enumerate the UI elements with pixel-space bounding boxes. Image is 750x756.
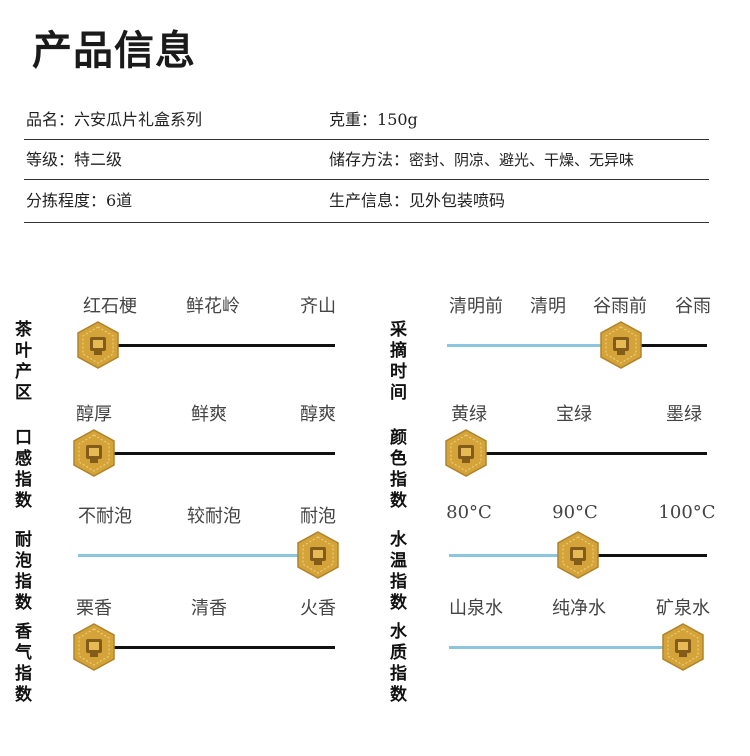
scale-label: 水温指数 xyxy=(390,530,407,613)
scale-tick-label: 矿泉水 xyxy=(656,598,710,619)
scale-label: 香气指数 xyxy=(15,622,32,705)
scale-track xyxy=(450,452,707,455)
scale-track xyxy=(78,344,335,347)
scale-tick-label: 鲜花岭 xyxy=(186,296,240,317)
scale-track xyxy=(78,646,335,649)
scale-label: 水质指数 xyxy=(390,622,407,705)
scale-tick-label: 80°C xyxy=(446,502,492,523)
page-title: 产品信息 xyxy=(32,28,196,74)
scale-tick-label: 宝绿 xyxy=(556,404,592,425)
level-marker-icon xyxy=(72,623,116,671)
divider xyxy=(24,139,709,140)
scale-tick-label: 100°C xyxy=(658,502,716,523)
divider xyxy=(24,179,709,180)
scale-fill xyxy=(449,646,683,649)
scale-label: 采摘时间 xyxy=(390,320,407,403)
scale-tick-label: 齐山 xyxy=(300,296,336,317)
level-marker-icon xyxy=(76,321,120,369)
scale-tick-label: 不耐泡 xyxy=(78,506,132,527)
scale-label: 耐泡指数 xyxy=(15,530,32,613)
scale-tick-label: 90°C xyxy=(552,502,598,523)
level-marker-icon xyxy=(72,429,116,477)
product-name: 品名：六安瓜片礼盒系列 xyxy=(26,110,203,129)
scale-track xyxy=(78,452,335,455)
scale-tick-label: 山泉水 xyxy=(449,598,503,619)
info-row-sorting: 分拣程度：6道 生产信息：见外包装喷码 xyxy=(24,181,709,221)
info-row-grade: 等级：特二级 储存方法：密封、阴凉、避光、干燥、无异味 xyxy=(24,140,709,180)
scale-tick-label: 墨绿 xyxy=(666,404,702,425)
scale-tick-label: 清明前 xyxy=(449,296,503,317)
scale-tick-label: 鲜爽 xyxy=(191,404,227,425)
scale-label: 口感指数 xyxy=(15,428,32,511)
divider xyxy=(24,222,709,223)
scale-tick-label: 较耐泡 xyxy=(187,506,241,527)
scale-tick-label: 栗香 xyxy=(76,598,112,619)
level-marker-icon xyxy=(661,623,705,671)
level-marker-icon xyxy=(444,429,488,477)
storage: 储存方法：密封、阴凉、避光、干燥、无异味 xyxy=(329,150,635,169)
info-row-name: 品名：六安瓜片礼盒系列 克重：150g xyxy=(24,100,709,140)
scale-fill xyxy=(449,554,578,557)
scale-tick-label: 清明 xyxy=(530,296,566,317)
weight: 克重：150g xyxy=(329,110,418,129)
level-marker-icon xyxy=(296,531,340,579)
scale-tick-label: 黄绿 xyxy=(451,404,487,425)
scale-label: 茶叶产区 xyxy=(15,320,32,403)
scale-fill xyxy=(447,344,622,347)
scale-tick-label: 谷雨 xyxy=(675,296,711,317)
scale-tick-label: 醇厚 xyxy=(76,404,112,425)
scale-tick-label: 火香 xyxy=(300,598,336,619)
scale-tick-label: 红石梗 xyxy=(83,296,137,317)
scale-tick-label: 耐泡 xyxy=(300,506,336,527)
level-marker-icon xyxy=(556,531,600,579)
grade: 等级：特二级 xyxy=(26,150,123,169)
scale-fill xyxy=(78,554,318,557)
scale-tick-label: 醇爽 xyxy=(300,404,336,425)
level-marker-icon xyxy=(599,321,643,369)
scale-tick-label: 纯净水 xyxy=(552,598,606,619)
sorting: 分拣程度：6道 xyxy=(26,191,133,210)
scale-tick-label: 清香 xyxy=(191,598,227,619)
production-info: 生产信息：见外包装喷码 xyxy=(329,191,506,210)
scale-tick-label: 谷雨前 xyxy=(593,296,647,317)
scale-label: 颜色指数 xyxy=(390,428,407,511)
